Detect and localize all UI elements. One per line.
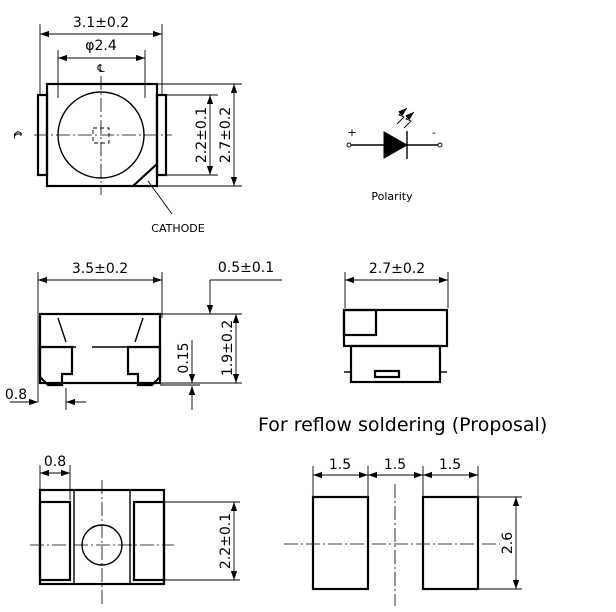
end-lens-block bbox=[342, 308, 378, 337]
light-emission-arrow-1 bbox=[396, 107, 408, 125]
side-thickness-dimension: 1.9±0.2 bbox=[220, 320, 236, 376]
pad-layout: 1.5 1.5 1.5 2.6 bbox=[284, 457, 522, 606]
top-width-dimension: 3.1±0.2 bbox=[73, 15, 129, 31]
light-emission-arrow-2 bbox=[403, 111, 415, 129]
centerline-symbol-side: ℄ bbox=[11, 130, 24, 138]
pad-gap-dimension: 1.5 bbox=[384, 457, 406, 473]
bottom-terminal-dimension: 0.8 bbox=[44, 454, 66, 470]
pad-width-dimension-right: 1.5 bbox=[439, 457, 461, 473]
bottom-right-pad bbox=[132, 500, 166, 582]
top-view: 3.1±0.2 φ2.4 ℄ ℄ 2.2±0.1 2.7±0.2 CATHODE bbox=[11, 15, 242, 235]
solder-pad-left bbox=[311, 495, 370, 591]
pad-height-dimension: 2.6 bbox=[500, 532, 516, 554]
side-left-lead bbox=[38, 345, 74, 387]
top-height-dimension: 2.7±0.2 bbox=[218, 107, 234, 163]
polarity-plus: + bbox=[347, 126, 356, 139]
side-length-dimension: 3.5±0.2 bbox=[72, 261, 128, 277]
side-view: 3.5±0.2 0.5±0.1 1.9±0.2 0.15 0.8 bbox=[5, 260, 282, 410]
end-body-outline bbox=[342, 308, 449, 348]
side-right-lead bbox=[126, 345, 162, 387]
bottom-view: 0.8 2.2±0.1 bbox=[30, 454, 240, 606]
bottom-left-pad bbox=[38, 500, 72, 582]
side-terminal-dimension: 0.8 bbox=[5, 387, 27, 403]
lead-offset-dimension: 0.5±0.1 bbox=[218, 260, 274, 276]
bottom-pad-height-dimension: 2.2±0.1 bbox=[218, 513, 234, 569]
lens-diameter-dimension: φ2.4 bbox=[85, 38, 117, 54]
side-body-outline bbox=[38, 312, 162, 385]
anode-terminal bbox=[346, 142, 352, 148]
pad-width-dimension-left: 1.5 bbox=[329, 457, 351, 473]
cathode-chamfer bbox=[132, 163, 158, 187]
cathode-label: CATHODE bbox=[151, 222, 204, 235]
end-lead-tab bbox=[373, 369, 401, 379]
end-width-dimension: 2.7±0.2 bbox=[369, 261, 425, 277]
diode-triangle bbox=[383, 131, 409, 159]
polarity-symbol: + - Polarity bbox=[346, 107, 443, 203]
end-view: 2.7±0.2 bbox=[342, 261, 449, 384]
solder-pad-right bbox=[421, 495, 480, 591]
end-lead-frame bbox=[349, 344, 442, 384]
reflow-title: For reflow soldering (Proposal) bbox=[258, 414, 547, 436]
top-pad-height-dimension: 2.2±0.1 bbox=[194, 107, 210, 163]
centerline-symbol-top: ℄ bbox=[96, 62, 104, 75]
polarity-minus: - bbox=[432, 126, 436, 139]
polarity-label: Polarity bbox=[371, 190, 413, 203]
cathode-terminal bbox=[437, 142, 443, 148]
standoff-dimension: 0.15 bbox=[176, 342, 192, 373]
